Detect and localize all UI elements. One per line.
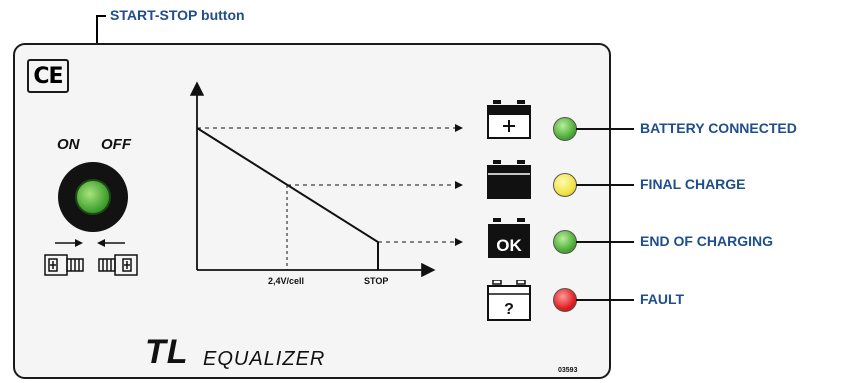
start-stop-button[interactable] xyxy=(58,162,128,232)
connector-icon xyxy=(44,239,138,276)
product-name: EQUALIZER xyxy=(203,348,326,370)
connect-arrow-icon xyxy=(55,239,83,247)
battery-ok-icon: OK xyxy=(488,218,530,258)
brand-logo: TL xyxy=(145,333,189,371)
charger-front-panel: CE ON OFF xyxy=(13,43,611,379)
final-charge-lead xyxy=(576,184,634,186)
callout-leader-horizontal xyxy=(96,15,106,17)
final-charge-led xyxy=(553,173,577,197)
switch-on-label: ON xyxy=(57,136,80,153)
start-stop-button-light xyxy=(75,179,111,215)
fault-label: FAULT xyxy=(640,291,685,307)
battery-fault-text: ? xyxy=(504,301,514,318)
end-of-charging-lead xyxy=(576,241,634,243)
battery-connected-lead xyxy=(576,128,634,130)
battery-connected-led xyxy=(553,117,577,141)
part-code: 03593 xyxy=(558,367,578,374)
final-charge-label: FINAL CHARGE xyxy=(640,176,746,192)
fault-lead xyxy=(576,299,634,301)
battery-charging-icon xyxy=(487,160,531,199)
battery-connected-label: BATTERY CONNECTED xyxy=(640,120,797,136)
fault-led xyxy=(553,288,577,312)
ce-mark: CE xyxy=(27,59,69,93)
end-of-charging-label: END OF CHARGING xyxy=(640,233,773,249)
battery-fault-icon: ? xyxy=(487,280,531,321)
end-of-charging-led xyxy=(553,230,577,254)
disconnect-arrow-icon xyxy=(97,239,125,247)
stop-tick: STOP xyxy=(364,276,389,286)
switch-off-label: OFF xyxy=(101,136,131,153)
battery-connected-icon xyxy=(487,100,531,139)
voltage-threshold-tick: 2,4V/cell xyxy=(268,276,305,286)
start-stop-callout-label: START-STOP button xyxy=(110,7,245,23)
battery-ok-text: OK xyxy=(496,236,522,255)
